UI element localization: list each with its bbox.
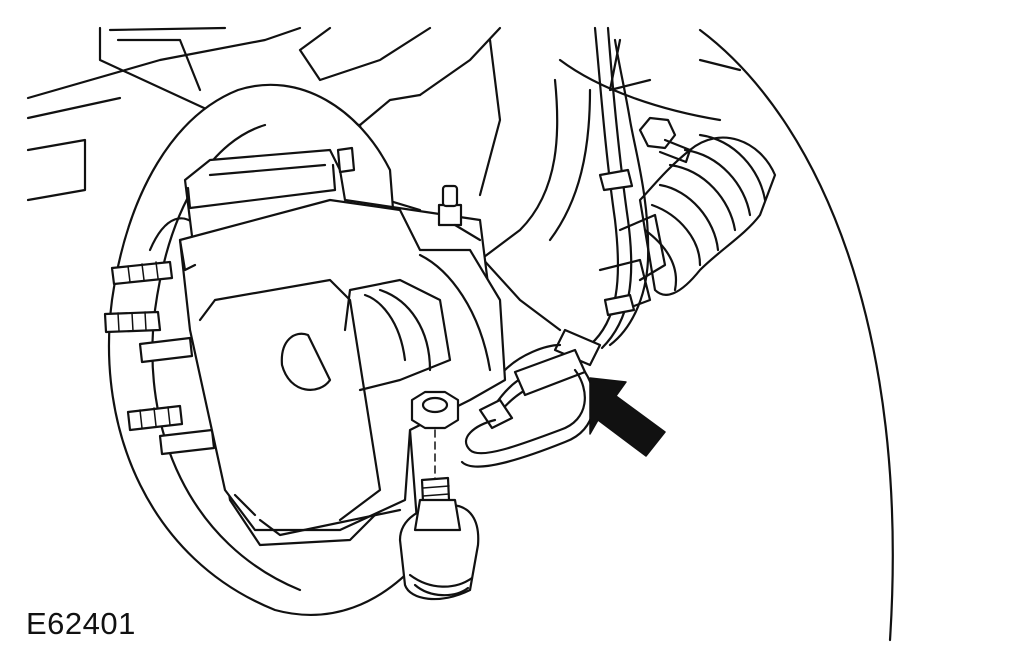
ball-joint xyxy=(398,498,480,601)
wheel-studs xyxy=(103,260,216,456)
wheel-arch xyxy=(698,28,894,642)
brake-hose xyxy=(460,26,650,468)
caliper-body xyxy=(178,198,507,537)
figure-id-label: E62401 xyxy=(26,606,136,641)
caliper-window xyxy=(280,332,332,391)
arrow-icon xyxy=(589,377,666,457)
upper-bolt xyxy=(638,116,692,164)
suspension-frame xyxy=(26,26,502,212)
bleed-screw xyxy=(437,184,482,242)
lower-arm xyxy=(468,38,742,332)
steering-boot xyxy=(598,133,777,317)
